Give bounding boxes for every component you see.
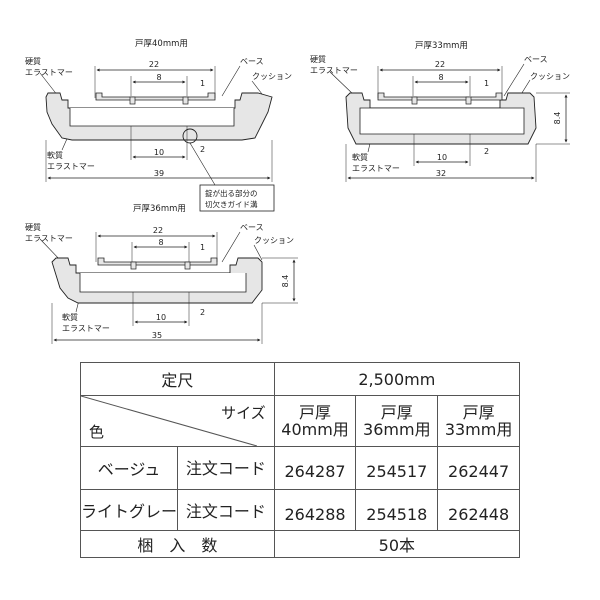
dim-10: 10 (437, 153, 447, 162)
table-row: ベージュ 注文コード 264287 254517 262447 (80, 446, 520, 490)
dim-2: 2 (200, 308, 205, 317)
dim-10: 10 (154, 148, 164, 157)
base-label: ベース (524, 55, 548, 64)
dim-32: 32 (436, 169, 446, 178)
size-line2: 36mm用 (363, 420, 431, 439)
soft-elastomer-label: 軟質 (47, 150, 63, 160)
cushion-label: クッション (254, 236, 294, 245)
dim-8: 8 (158, 238, 163, 247)
note-line-2: 切欠きガイド溝 (205, 199, 258, 209)
hard-elastomer-label: 硬質 (310, 54, 326, 64)
order-code: 262447 (437, 446, 520, 490)
dim-39: 39 (154, 169, 164, 178)
dim-1: 1 (200, 243, 205, 252)
soft-elastomer-label-2: エラストマー (62, 324, 110, 333)
note-box (199, 184, 275, 212)
dim-8: 8 (438, 73, 443, 82)
size-line2: 40mm用 (281, 420, 349, 439)
size-line1: 戸厚 (462, 403, 495, 422)
diagram-title: 戸厚33mm用 (415, 41, 468, 51)
size-label: サイズ (221, 404, 266, 422)
dim-22: 22 (153, 226, 163, 235)
soft-elastomer-label: 軟質 (352, 152, 368, 162)
dim-1: 1 (484, 79, 489, 88)
order-code: 264288 (273, 489, 357, 531)
base-label: ベース (240, 57, 264, 66)
note-line-1: 錠が出る部分の (205, 188, 258, 198)
dim-22: 22 (435, 60, 445, 69)
dim-2: 2 (200, 145, 205, 154)
soft-elastomer-label-2: エラストマー (352, 164, 400, 173)
hard-elastomer-label-2: エラストマー (25, 234, 73, 243)
diagram-title: 戸厚36mm用 (133, 204, 186, 214)
color-name: ベージュ (80, 446, 178, 490)
order-code-label: 注文コード (177, 489, 275, 531)
cushion-label: クッション (530, 72, 570, 81)
order-code: 264287 (273, 446, 357, 490)
size-line2: 33mm用 (444, 420, 513, 439)
dim-1: 1 (200, 79, 205, 88)
pack-value: 50本 (273, 530, 521, 558)
hard-elastomer-label: 硬質 (25, 56, 41, 66)
color-name: ライトグレー (80, 489, 178, 531)
soft-elastomer-label: 軟質 (62, 312, 78, 322)
base-label: ベース (240, 223, 264, 232)
diagram-title: 戸厚40mm用 (135, 39, 188, 49)
diagram-33mm: 戸厚33mm用 硬質 エラストマー ベース クッション 軟質 エラストマー 22… (310, 41, 570, 182)
dim-8: 8 (156, 73, 161, 82)
dim-22: 22 (149, 60, 159, 69)
diagonal-line (81, 396, 257, 446)
hard-elastomer-label: 硬質 (25, 222, 41, 232)
color-label: 色 (89, 423, 105, 441)
order-code-label: 注文コード (177, 446, 275, 490)
order-code: 262448 (437, 489, 520, 531)
dim-35: 35 (152, 331, 162, 340)
hard-elastomer-label-2: エラストマー (310, 66, 358, 75)
size-color-header: サイズ 色 (80, 395, 275, 447)
order-code: 254518 (355, 489, 439, 531)
dim-2: 2 (484, 147, 489, 156)
diagram-36mm: 戸厚36mm用 硬質 エラストマー ベース クッション 軟質 エラストマー 22… (25, 204, 298, 344)
size-line1: 戸厚 (299, 403, 332, 422)
size-line1: 戸厚 (380, 403, 413, 422)
hard-elastomer-label-2: エラストマー (25, 68, 73, 77)
dim-8-4: 8.4 (281, 275, 290, 288)
cushion-label: クッション (252, 72, 292, 81)
soft-elastomer-label-2: エラストマー (47, 162, 95, 171)
table-row: ライトグレー 注文コード 264288 254518 262448 (80, 489, 520, 531)
dim-10: 10 (156, 313, 166, 322)
pack-label: 梱 入 数 (80, 530, 275, 558)
order-code: 254517 (355, 446, 439, 490)
diagram-40mm: 戸厚40mm用 硬質 エラストマー ベース クッション 軟質 エラストマー 22… (25, 39, 292, 212)
profile-diagrams: 戸厚40mm用 硬質 エラストマー ベース クッション 軟質 エラストマー 22… (25, 39, 570, 344)
dim-8-4: 8.4 (553, 112, 562, 125)
length-label: 定尺 (80, 362, 275, 396)
length-value: 2,500mm (273, 362, 521, 396)
